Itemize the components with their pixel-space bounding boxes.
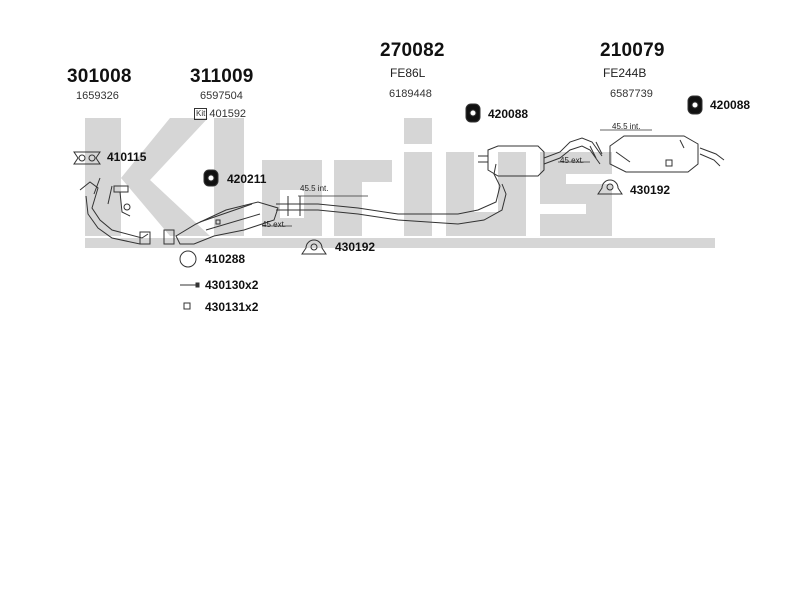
rubber-mount-icon-3 — [687, 95, 703, 115]
dimension-label-45-ext-left: 45 ext. — [262, 220, 287, 229]
model-fe86l: FE86L — [390, 66, 426, 80]
part-code-6597504: 6597504 — [200, 90, 243, 102]
clamp-icon-1 — [301, 239, 327, 255]
part-number-270082: 270082 — [380, 40, 445, 61]
accessory-label-430192-left: 430192 — [335, 240, 376, 254]
catalyst-drawing — [175, 201, 279, 245]
middle-silencer-drawing — [478, 145, 545, 177]
part-number-210079: 210079 — [600, 40, 665, 61]
intermediate-pipe-drawing — [276, 163, 507, 225]
nut-icon — [183, 302, 191, 310]
ring-gasket-icon — [179, 250, 197, 268]
rubber-mount-icon-1 — [203, 169, 219, 187]
dimension-label-45-5-int-left: 45.5 int. — [300, 184, 329, 193]
accessory-label-420088-mid: 420088 — [488, 107, 529, 121]
model-fe244b: FE244B — [603, 66, 647, 80]
part-code-6587739: 6587739 — [610, 88, 653, 100]
clamp-icon-2 — [597, 179, 623, 195]
part-number-301008: 301008 — [67, 66, 132, 87]
part-code-1659326: 1659326 — [76, 90, 119, 102]
accessory-label-410115: 410115 — [107, 150, 147, 164]
accessory-label-430131x2: 430131x2 — [205, 300, 259, 314]
accessory-label-410288: 410288 — [205, 252, 246, 266]
kit-badge: Kit — [194, 108, 208, 120]
kit-code: 401592 — [209, 108, 247, 120]
bolt-icon — [180, 282, 200, 288]
rear-silencer-drawing — [609, 135, 699, 173]
accessory-label-430130x2: 430130x2 — [205, 278, 259, 292]
gasket-icon — [73, 151, 101, 165]
dimension-label-45-ext-right: 45 ext. — [560, 156, 585, 165]
part-number-311009: 311009 — [190, 66, 254, 87]
accessory-label-420088-right: 420088 — [710, 98, 751, 112]
dimension-label-45-5-int-right: 45.5 int. — [612, 122, 641, 131]
part-code-6189448: 6189448 — [389, 88, 432, 100]
accessory-label-420211: 420211 — [227, 172, 267, 186]
rubber-mount-icon-2 — [465, 103, 481, 123]
accessory-label-430192-right: 430192 — [630, 183, 671, 197]
front-pipe-drawing — [79, 181, 149, 245]
